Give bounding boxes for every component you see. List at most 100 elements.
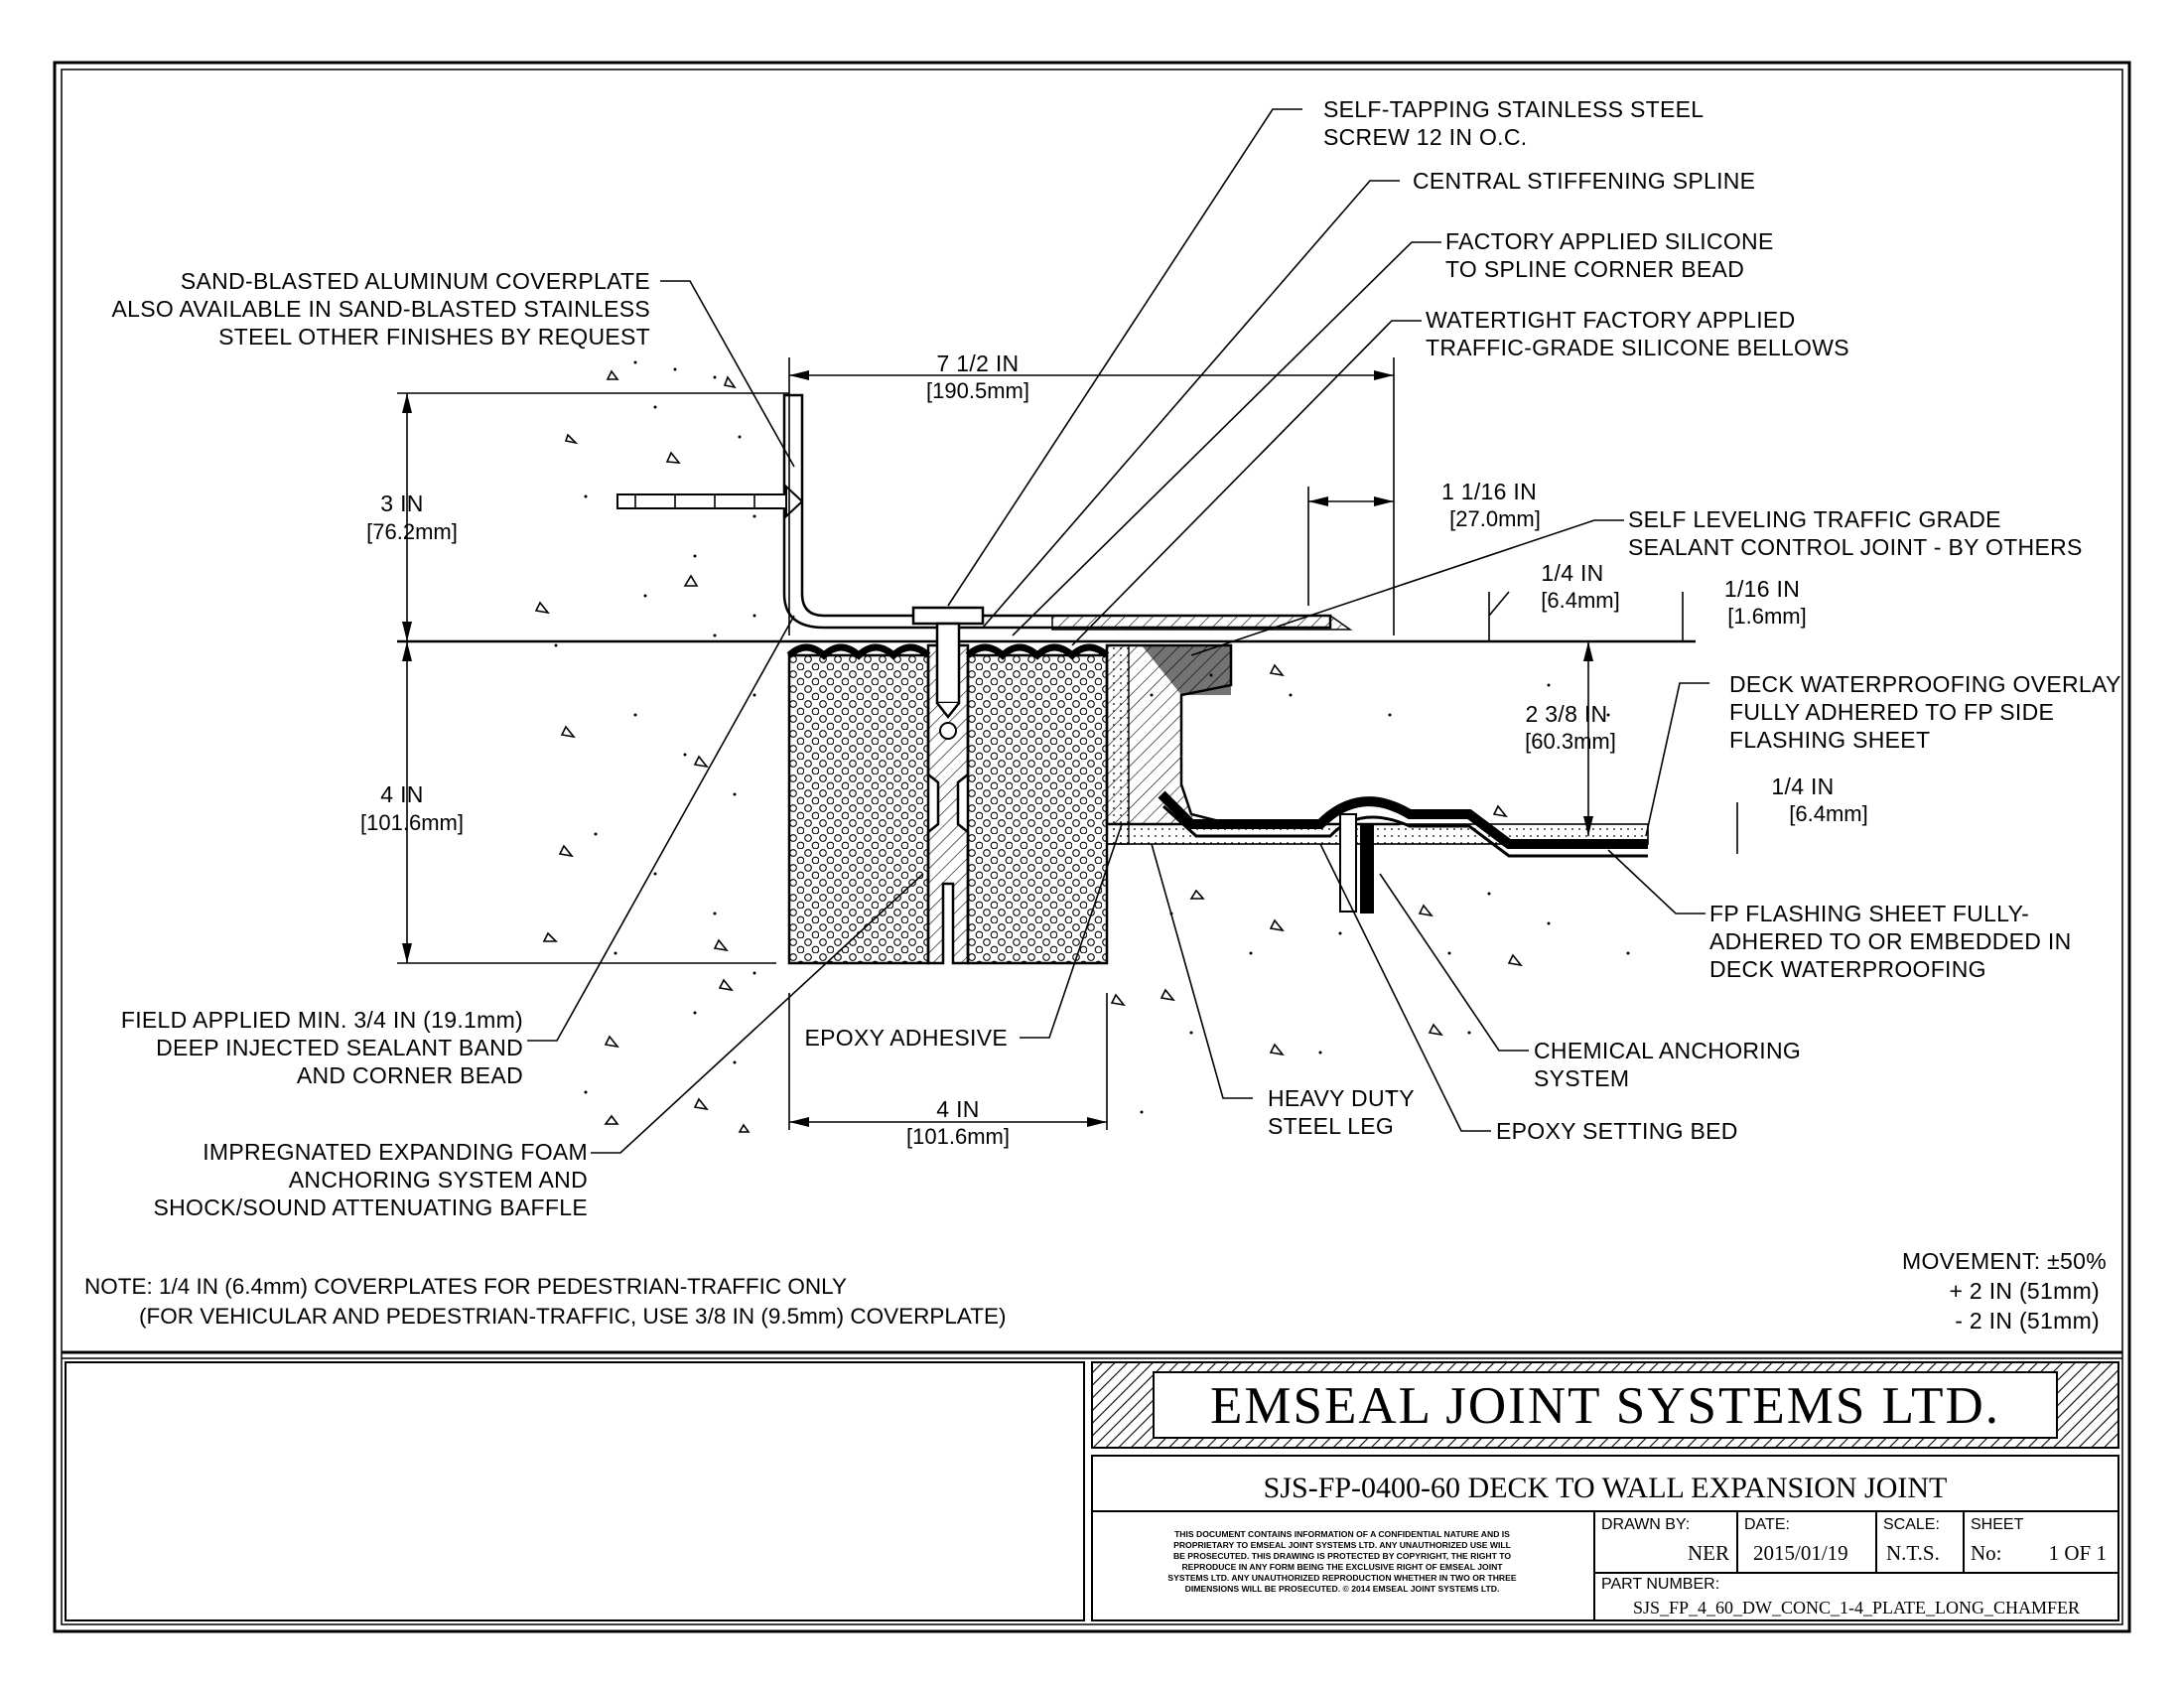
conf-line-2: PROPRIETARY TO EMSEAL JOINT SYSTEMS LTD.… bbox=[1173, 1540, 1511, 1550]
label-coverplate-2: ALSO AVAILABLE IN SAND-BLASTED STAINLESS bbox=[112, 296, 650, 322]
dim-width-top-in: 7 1/2 IN bbox=[937, 351, 1020, 376]
conf-line-3: BE PROSECUTED. THIS DRAWING IS PROTECTED… bbox=[1173, 1551, 1511, 1561]
drawing-title: SJS-FP-0400-60 DECK TO WALL EXPANSION JO… bbox=[1264, 1472, 1948, 1504]
anchor-rod-chem bbox=[1360, 824, 1374, 914]
wall-anchor bbox=[616, 484, 804, 519]
movement-plus: + 2 IN (51mm) bbox=[1949, 1278, 2100, 1304]
note-line-1: NOTE: 1/4 IN (6.4mm) COVERPLATES FOR PED… bbox=[84, 1274, 847, 1299]
foam-block-right bbox=[966, 653, 1109, 965]
label-screw-1: SELF-TAPPING STAINLESS STEEL bbox=[1323, 96, 1704, 122]
part-number-value: SJS_FP_4_60_DW_CONC_1-4_PLATE_LONG_CHAMF… bbox=[1633, 1598, 2080, 1618]
label-bellows-2: TRAFFIC-GRADE SILICONE BELLOWS bbox=[1426, 335, 1849, 360]
central-spline bbox=[926, 643, 970, 965]
company-name: EMSEAL JOINT SYSTEMS LTD. bbox=[1210, 1377, 2000, 1435]
label-steel-leg-1: HEAVY DUTY bbox=[1268, 1085, 1415, 1111]
part-number-label: PART NUMBER: bbox=[1601, 1576, 1719, 1593]
dim-sixteenth-in: 1/16 IN bbox=[1724, 576, 1800, 602]
sealant-control-joint bbox=[1142, 645, 1231, 695]
dim-depth-in: 2 3/8 IN bbox=[1526, 701, 1608, 727]
callout-labels: SELF-TAPPING STAINLESS STEEL SCREW 12 IN… bbox=[112, 96, 2121, 1220]
label-epoxy-bed: EPOXY SETTING BED bbox=[1496, 1118, 1738, 1144]
label-sealant-control-2: SEALANT CONTROL JOINT - BY OTHERS bbox=[1628, 534, 2083, 560]
leader-lines bbox=[527, 108, 1709, 1154]
dim-height3-in: 3 IN bbox=[380, 491, 423, 516]
scale-value: N.T.S. bbox=[1886, 1541, 1940, 1565]
outer-border bbox=[53, 61, 2131, 1633]
movement-title: MOVEMENT: ±50% bbox=[1902, 1248, 2107, 1274]
label-field-sealant-3: AND CORNER BEAD bbox=[297, 1062, 523, 1088]
dim-quarter-right-in: 1/4 IN bbox=[1771, 774, 1834, 799]
label-bellows-1: WATERTIGHT FACTORY APPLIED bbox=[1426, 307, 1796, 333]
label-chem-anchor-2: SYSTEM bbox=[1534, 1065, 1629, 1091]
dim-quarter-right-mm: [6.4mm] bbox=[1789, 801, 1867, 826]
dim-width-bottom-mm: [101.6mm] bbox=[906, 1124, 1010, 1149]
label-factory-silicone-1: FACTORY APPLIED SILICONE bbox=[1445, 228, 1774, 254]
label-foam-1: IMPREGNATED EXPANDING FOAM bbox=[203, 1139, 588, 1165]
coverplate bbox=[782, 393, 1332, 630]
label-fp-flashing-1: FP FLASHING SHEET FULLY- bbox=[1709, 901, 2029, 926]
scale-label: SCALE: bbox=[1883, 1516, 1940, 1533]
inner-border bbox=[61, 69, 2123, 1625]
label-fp-flashing-3: DECK WATERPROOFING bbox=[1709, 956, 1986, 982]
concrete-wall bbox=[554, 360, 1630, 1114]
label-sealant-control-1: SELF LEVELING TRAFFIC GRADE bbox=[1628, 506, 2001, 532]
label-epoxy-adhesive: EPOXY ADHESIVE bbox=[805, 1025, 1008, 1051]
dim-width-bottom-in: 4 IN bbox=[936, 1096, 979, 1122]
drawn-by-value: NER bbox=[1688, 1541, 1729, 1565]
label-coverplate-1: SAND-BLASTED ALUMINUM COVERPLATE bbox=[181, 268, 650, 294]
dim-sixteenth-mm: [1.6mm] bbox=[1727, 604, 1806, 629]
dim-width-top-mm: [190.5mm] bbox=[926, 378, 1029, 403]
date-value: 2015/01/19 bbox=[1753, 1541, 1848, 1565]
label-foam-2: ANCHORING SYSTEM AND bbox=[289, 1167, 588, 1193]
conf-line-1: THIS DOCUMENT CONTAINS INFORMATION OF A … bbox=[1174, 1529, 1510, 1539]
dimension-arrows bbox=[402, 370, 1593, 1127]
dim-offset-mm: [27.0mm] bbox=[1449, 506, 1541, 531]
dim-depth-mm: [60.3mm] bbox=[1525, 729, 1616, 754]
sheet-no-label: No: bbox=[1971, 1541, 2002, 1565]
label-deck-overlay-1: DECK WATERPROOFING OVERLAY bbox=[1729, 671, 2121, 697]
date-label: DATE: bbox=[1744, 1516, 1790, 1533]
dim-quarter-top-in: 1/4 IN bbox=[1541, 560, 1603, 586]
label-coverplate-3: STEEL OTHER FINISHES BY REQUEST bbox=[218, 324, 650, 350]
label-deck-overlay-3: FLASHING SHEET bbox=[1729, 727, 1930, 753]
dim-height3-mm: [76.2mm] bbox=[366, 519, 458, 544]
label-chem-anchor-1: CHEMICAL ANCHORING bbox=[1534, 1038, 1801, 1063]
label-factory-silicone-2: TO SPLINE CORNER BEAD bbox=[1445, 256, 1744, 282]
label-deck-overlay-2: FULLY ADHERED TO FP SIDE bbox=[1729, 699, 2054, 725]
drawn-by-label: DRAWN BY: bbox=[1601, 1516, 1690, 1533]
title-blank-panel bbox=[65, 1361, 1085, 1621]
label-fp-flashing-2: ADHERED TO OR EMBEDDED IN bbox=[1709, 928, 2071, 954]
label-steel-leg-2: STEEL LEG bbox=[1268, 1113, 1394, 1139]
bellows-right bbox=[965, 643, 1110, 660]
dim-quarter-top-mm: [6.4mm] bbox=[1541, 588, 1619, 613]
dim-offset-in: 1 1/16 IN bbox=[1441, 479, 1537, 504]
concrete-aggregate bbox=[534, 369, 1523, 1133]
steel-leg bbox=[1105, 643, 1400, 826]
conf-line-5: SYSTEMS LTD. ANY UNAUTHORIZED REPRODUCTI… bbox=[1167, 1573, 1516, 1583]
epoxy-setting-bed bbox=[1106, 823, 1649, 845]
movement-minus: - 2 IN (51mm) bbox=[1955, 1308, 2100, 1334]
confidential-notice: THIS DOCUMENT CONTAINS INFORMATION OF A … bbox=[1167, 1529, 1516, 1594]
conf-line-4: REPRODUCE IN ANY FORM BEING THE EXCLUSIV… bbox=[1181, 1562, 1503, 1572]
bellows-left bbox=[786, 643, 931, 660]
dimension-labels: 7 1/2 IN [190.5mm] 3 IN [76.2mm] 4 IN [1… bbox=[360, 351, 1868, 1149]
label-screw-2: SCREW 12 IN O.C. bbox=[1323, 124, 1527, 150]
screw bbox=[911, 606, 985, 720]
spline-hole bbox=[939, 722, 957, 740]
title-block: EMSEAL JOINT SYSTEMS LTD. SJS-FP-0400-60… bbox=[62, 1350, 2122, 1621]
label-foam-3: SHOCK/SOUND ATTENUATING BAFFLE bbox=[153, 1195, 588, 1220]
joint-section-drawing bbox=[397, 108, 1738, 1154]
conf-line-6: DIMENSIONS WILL BE PROSECUTED. © 2014 EM… bbox=[1185, 1584, 1500, 1594]
label-spline: CENTRAL STIFFENING SPLINE bbox=[1413, 168, 1755, 194]
label-field-sealant-2: DEEP INJECTED SEALANT BAND bbox=[156, 1035, 523, 1060]
sheet-label: SHEET bbox=[1971, 1516, 2024, 1533]
dim-height4-in: 4 IN bbox=[380, 781, 423, 807]
anchor-rod bbox=[1339, 813, 1357, 913]
foam-block-left bbox=[787, 653, 930, 965]
label-field-sealant-1: FIELD APPLIED MIN. 3/4 IN (19.1mm) bbox=[121, 1007, 523, 1033]
note-line-2: (FOR VEHICULAR AND PEDESTRIAN-TRAFFIC, U… bbox=[139, 1304, 1006, 1329]
epoxy-adhesive bbox=[1106, 644, 1130, 845]
sheet-value: 1 OF 1 bbox=[2049, 1541, 2107, 1565]
dim-height4-mm: [101.6mm] bbox=[360, 810, 464, 835]
